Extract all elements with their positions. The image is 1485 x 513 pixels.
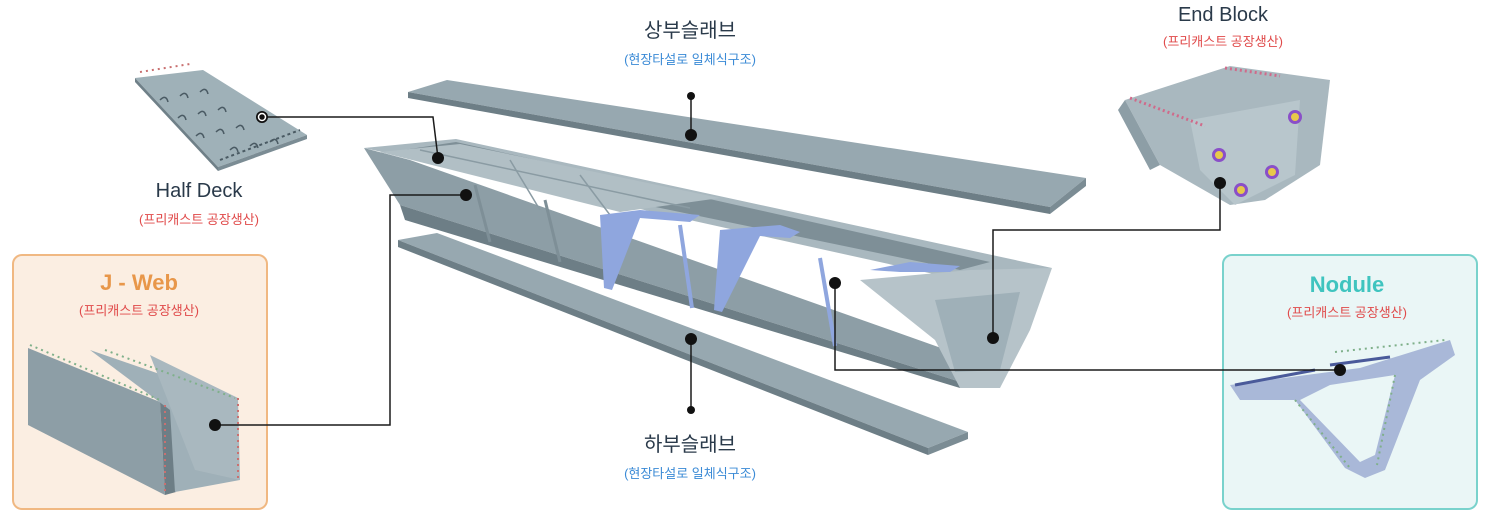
- end-block-name: End Block: [1177, 4, 1269, 26]
- upper-slab-name: 상부슬래브: [644, 20, 736, 42]
- lower-slab-name: 하부슬래브: [644, 434, 736, 456]
- end-block-label: End Block (프리캐스트 공장생산): [1163, 4, 1283, 50]
- upper-slab-label: 상부슬래브 (현장타설로 일체식구조): [624, 14, 756, 68]
- leader-nodule: [834, 283, 1340, 371]
- nodule-label: Nodule (프리캐스트 공장생산): [1287, 272, 1407, 321]
- half-deck-shape: [135, 63, 307, 171]
- nodule-name: Nodule: [1309, 272, 1385, 297]
- half-deck-sub: (프리캐스트 공장생산): [139, 212, 259, 227]
- half-deck-label: Half Deck (프리캐스트 공장생산): [139, 180, 259, 228]
- leader-j-web: [215, 194, 466, 426]
- lower-slab-shape: [398, 233, 968, 455]
- lower-slab-sub: (현장타설로 일체식구조): [624, 466, 756, 481]
- nodule-shape: [1230, 339, 1455, 478]
- leader-lines: [215, 96, 1340, 426]
- leader-dots: [209, 92, 1346, 431]
- j-web-label: J - Web (프리캐스트 공장생산): [79, 270, 199, 319]
- nodule-sub: (프리캐스트 공장생산): [1287, 305, 1407, 320]
- upper-slab-sub: (현장타설로 일체식구조): [624, 52, 756, 67]
- lower-slab-label: 하부슬래브 (현장타설로 일체식구조): [624, 428, 756, 482]
- leader-half-deck: [262, 116, 439, 159]
- end-block-sub: (프리캐스트 공장생산): [1163, 34, 1283, 49]
- leader-end-block: [992, 183, 1221, 338]
- j-web-sub: (프리캐스트 공장생산): [79, 303, 199, 318]
- main-girder-shape: [364, 139, 1052, 388]
- half-deck-name: Half Deck: [155, 180, 243, 202]
- j-web-shape: [28, 344, 240, 495]
- upper-slab-shape: [408, 80, 1086, 214]
- j-web-name: J - Web: [100, 270, 178, 295]
